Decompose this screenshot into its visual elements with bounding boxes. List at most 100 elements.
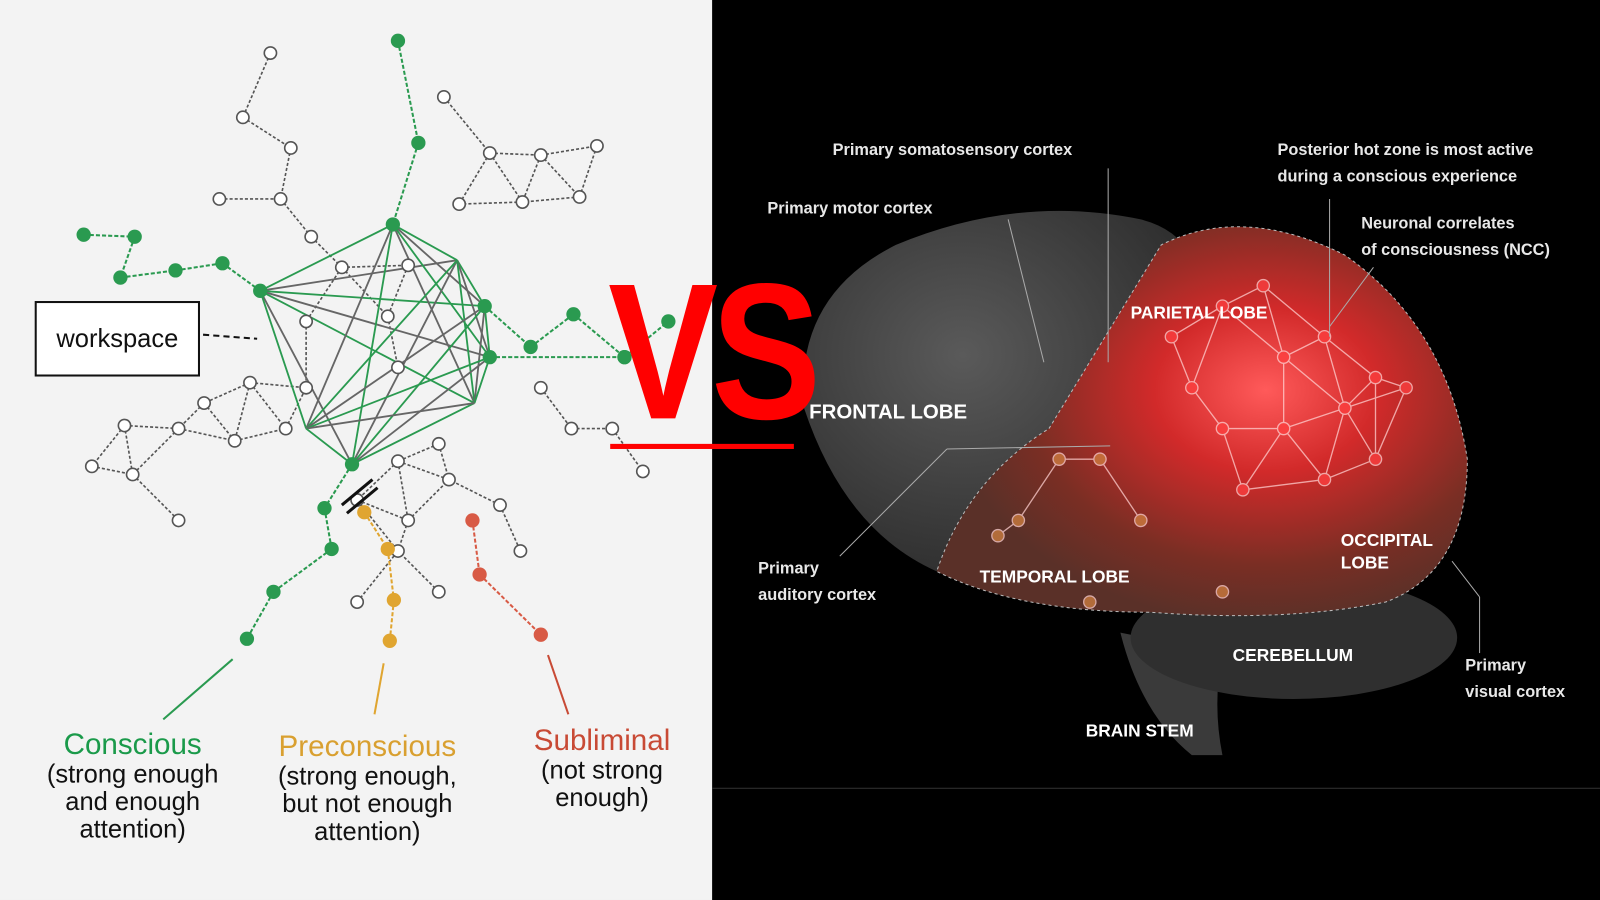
preconscious-desc-line: attention) (314, 817, 421, 846)
network-edge (540, 387, 573, 430)
block-mark (340, 478, 374, 507)
network-edge (540, 154, 581, 198)
workspace-box: workspace (34, 301, 200, 377)
network-graph (76, 33, 676, 721)
network-node (431, 436, 446, 451)
network-edge (124, 424, 179, 430)
network-node (431, 584, 446, 599)
posterior-hot-zone (936, 226, 1468, 617)
conscious-path-edge (221, 262, 261, 292)
ncc-edge (1221, 428, 1244, 491)
workspace-edge (305, 402, 475, 430)
preconscious-desc-line: (strong enough, (277, 762, 457, 791)
network-edge (407, 479, 450, 521)
lobe-brain-stem: BRAIN STEM (1085, 721, 1194, 741)
workspace-edge (305, 427, 353, 466)
conscious-path-node (411, 135, 426, 150)
network-edge (397, 550, 440, 593)
conscious-path-node (266, 584, 281, 599)
network-node (605, 421, 620, 436)
network-node (243, 375, 257, 390)
network-node (334, 260, 349, 275)
network-edge (521, 154, 542, 203)
ncc-edge (1171, 305, 1223, 338)
lobe-frontal: FRONTAL LOBE (809, 401, 968, 424)
conscious-path-node (253, 283, 268, 298)
ncc-edge (1242, 428, 1285, 491)
network-node (380, 309, 395, 324)
ncc-edge (1323, 336, 1346, 409)
workspace-edge (305, 259, 458, 430)
block-mark (345, 486, 379, 515)
conscious-path-edge (572, 313, 626, 358)
network-edge (522, 196, 580, 203)
ncc-node (1276, 421, 1291, 436)
subliminal-desc-line: enough) (555, 783, 649, 813)
network-node (212, 192, 227, 206)
conscious-desc-line: and enough (65, 787, 201, 817)
ncc-node (1256, 278, 1271, 293)
conscious-path-edge (83, 233, 135, 238)
ncc-edge (1099, 458, 1142, 521)
subliminal-desc-line: (not strong (541, 756, 664, 785)
conscious-path-node (523, 339, 538, 355)
preconscious-path-node (380, 541, 395, 557)
network-node (278, 421, 293, 436)
network-edge (132, 427, 180, 476)
conscious-path-node (239, 631, 255, 646)
network-edge (123, 425, 134, 475)
label-motor-cortex: Primary motor cortex (767, 199, 933, 218)
network-node (235, 110, 250, 125)
network-edge (356, 499, 409, 522)
network-node (84, 459, 99, 474)
workspace-edge (473, 306, 486, 404)
ncc-edge (1170, 336, 1193, 388)
conscious-path-edge (246, 591, 275, 640)
workspace-edge (392, 224, 476, 404)
ncc-edge (1262, 285, 1285, 358)
network-edge (356, 460, 399, 501)
conscious-path-edge (175, 262, 223, 272)
ncc-node (1215, 299, 1230, 313)
workspace-edge (483, 306, 491, 358)
lobe-parietal: PARIETAL LOBE (1130, 303, 1268, 323)
conscious-path-node (390, 33, 406, 48)
ncc-edge (1283, 407, 1346, 430)
ncc-node (1236, 483, 1250, 497)
network-node (171, 513, 186, 528)
brain-diagram: Primary somatosensory cortex Primary mot… (712, 0, 1600, 900)
ncc-edge (1344, 377, 1376, 409)
ncc-node (1093, 452, 1107, 466)
subliminal-path-edge (471, 520, 481, 575)
workspace-edge (305, 224, 394, 429)
preconscious-path-node (386, 592, 402, 608)
ncc-edge (1283, 336, 1325, 358)
network-edge (203, 381, 251, 404)
vs-underline (610, 443, 794, 449)
network-edge (611, 428, 644, 472)
subliminal-path-node (533, 627, 548, 642)
conscious-title: Conscious (63, 728, 202, 762)
ncc-edge (1222, 305, 1285, 358)
ncc-edge (1191, 387, 1223, 429)
conscious-path-node (344, 457, 360, 472)
workspace-edge (456, 259, 491, 358)
lobe-temporal: TEMPORAL LOBE (979, 567, 1130, 587)
preconscious-path-node (382, 633, 397, 648)
network-node (125, 467, 140, 482)
ncc-node (1317, 472, 1332, 487)
network-edge (443, 96, 491, 154)
network-node (391, 454, 405, 469)
preconscious-title: Preconscious (278, 730, 457, 764)
ncc-node (1011, 513, 1026, 528)
network-node (171, 421, 186, 436)
workspace-edge (259, 290, 307, 429)
conscious-desc-line: attention) (79, 815, 186, 844)
network-edge (458, 152, 491, 205)
workspace-network-diagram: workspace Conscious (strong enough and e… (0, 0, 713, 900)
ncc-node (1368, 370, 1383, 385)
preconscious-path-edge (363, 511, 389, 550)
vs-text: VS (608, 243, 821, 461)
